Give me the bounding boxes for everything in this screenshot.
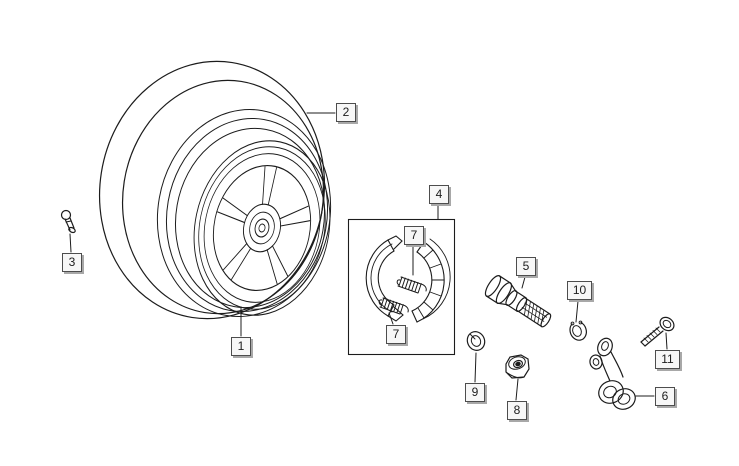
callout-part-2[interactable]: 2 [336, 103, 356, 122]
callout-part-10[interactable]: 10 [567, 281, 592, 300]
callout-part-9[interactable]: 9 [465, 383, 485, 402]
wheel-axle-drawing [484, 275, 552, 328]
tyre-drawing [98, 60, 332, 320]
leader-lines [69, 112, 668, 401]
wheel-rim-drawing [193, 140, 331, 316]
brake-shoes-drawing [365, 235, 451, 323]
brake-shoe-spring-upper-drawing [396, 276, 427, 294]
callout-part-11[interactable]: 11 [655, 350, 680, 369]
callout-part-3[interactable]: 3 [62, 253, 82, 272]
callout-part-1[interactable]: 1 [231, 337, 251, 356]
flange-nut-drawing [505, 354, 530, 379]
tyre-valve-drawing [60, 209, 76, 234]
bolt-drawing [640, 316, 675, 347]
callout-part-7-lower[interactable]: 7 [386, 325, 406, 344]
brake-kit-frame [347, 218, 456, 356]
callout-part-8[interactable]: 8 [507, 401, 527, 420]
callout-part-6[interactable]: 6 [655, 387, 675, 406]
spring-washer-drawing [466, 331, 486, 351]
callout-part-7-upper[interactable]: 7 [404, 226, 424, 245]
callout-part-4[interactable]: 4 [429, 185, 449, 204]
brake-shoe-spring-lower-drawing [378, 297, 409, 315]
circlip-drawing [569, 320, 587, 341]
callout-part-5[interactable]: 5 [516, 257, 536, 276]
torque-link-drawing [589, 337, 636, 410]
